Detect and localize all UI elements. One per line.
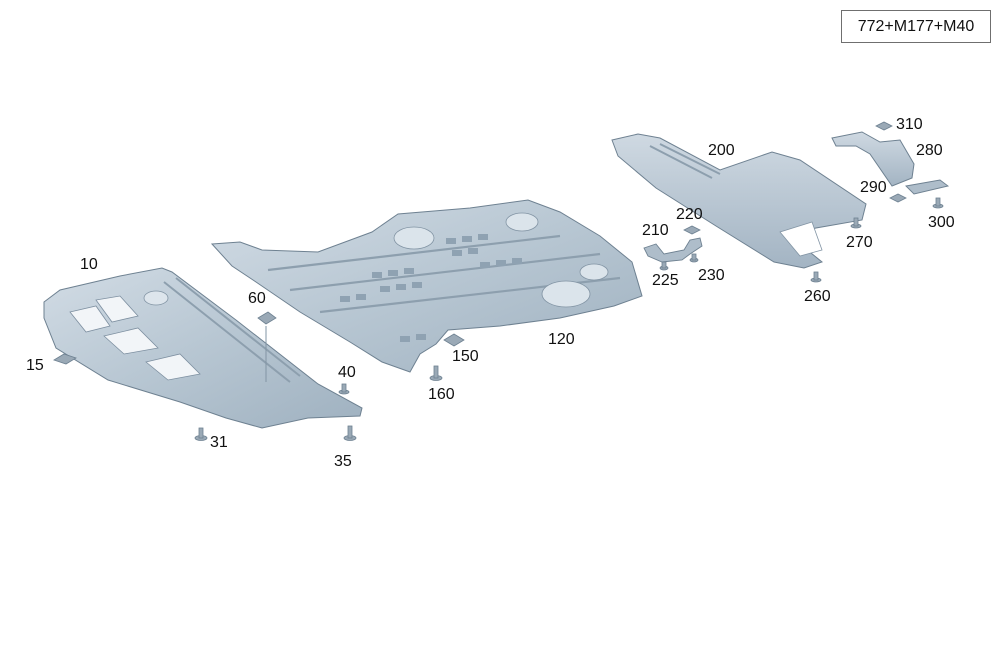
part-120-dome-4 (579, 263, 609, 281)
part-120-center-panel (210, 199, 643, 373)
part-200-rib (649, 143, 721, 179)
callout-310: 310 (896, 116, 923, 133)
callout-15: 15 (26, 357, 44, 374)
callout-270: 270 (846, 234, 873, 251)
callout-150: 150 (452, 348, 479, 365)
part-300-bracket (905, 179, 950, 195)
part-120-body (210, 199, 643, 373)
callout-160: 160 (428, 386, 455, 403)
part-31-screw (194, 427, 208, 441)
callout-230: 230 (698, 267, 725, 284)
callout-200: 200 (708, 142, 735, 159)
part-120-ribs (340, 234, 522, 342)
part-270-screw (850, 217, 862, 229)
callout-40: 40 (338, 364, 356, 381)
variant-code-box: 772+M177+M40 (841, 10, 991, 43)
part-150-clip (443, 333, 465, 347)
part-40-screw (338, 383, 350, 395)
callout-260: 260 (804, 288, 831, 305)
part-300-body (905, 179, 950, 195)
callout-225: 225 (652, 272, 679, 289)
part-120-dome-1 (393, 226, 435, 250)
part-210-bracket (643, 237, 703, 263)
fasteners (53, 121, 944, 441)
part-300-screw (932, 197, 944, 209)
part-10-rib (163, 277, 301, 383)
part-220-clip (683, 225, 701, 235)
callout-280: 280 (916, 142, 943, 159)
part-280-small-panel (831, 131, 915, 187)
part-10-window-4 (145, 353, 201, 381)
part-200-rear-panel (611, 133, 867, 269)
callout-300: 300 (928, 214, 955, 231)
callout-35: 35 (334, 453, 352, 470)
callout-10: 10 (80, 256, 98, 273)
callout-60: 60 (248, 290, 266, 307)
part-210-body (643, 237, 703, 263)
part-15-clip (53, 353, 77, 365)
part-10-window-3 (103, 327, 159, 355)
part-160-screw (429, 365, 443, 381)
part-10-front-panel (43, 267, 363, 429)
part-280-body (831, 131, 915, 187)
callout-31: 31 (210, 434, 228, 451)
part-10-window-1 (95, 295, 139, 323)
callout-220: 220 (676, 206, 703, 223)
part-290-clip (889, 193, 907, 203)
callout-120: 120 (548, 331, 575, 348)
part-10-boss (143, 290, 169, 306)
part-120-dome-3 (541, 280, 591, 308)
part-200-cutout (779, 221, 823, 257)
callout-290: 290 (860, 179, 887, 196)
variant-code-label: 772+M177+M40 (857, 17, 975, 35)
callout-labels: 10 15 31 35 40 60 120 150 160 200 210 22… (26, 116, 955, 470)
part-120-dome-2 (505, 212, 539, 232)
part-60-clip (257, 311, 277, 325)
part-225-screw (659, 261, 669, 271)
part-35-screw (343, 425, 357, 441)
part-310-clip (875, 121, 893, 131)
callout-210: 210 (642, 222, 669, 239)
part-10-window-2 (69, 305, 111, 333)
part-230-screw (689, 253, 699, 263)
part-260-screw (810, 271, 822, 283)
